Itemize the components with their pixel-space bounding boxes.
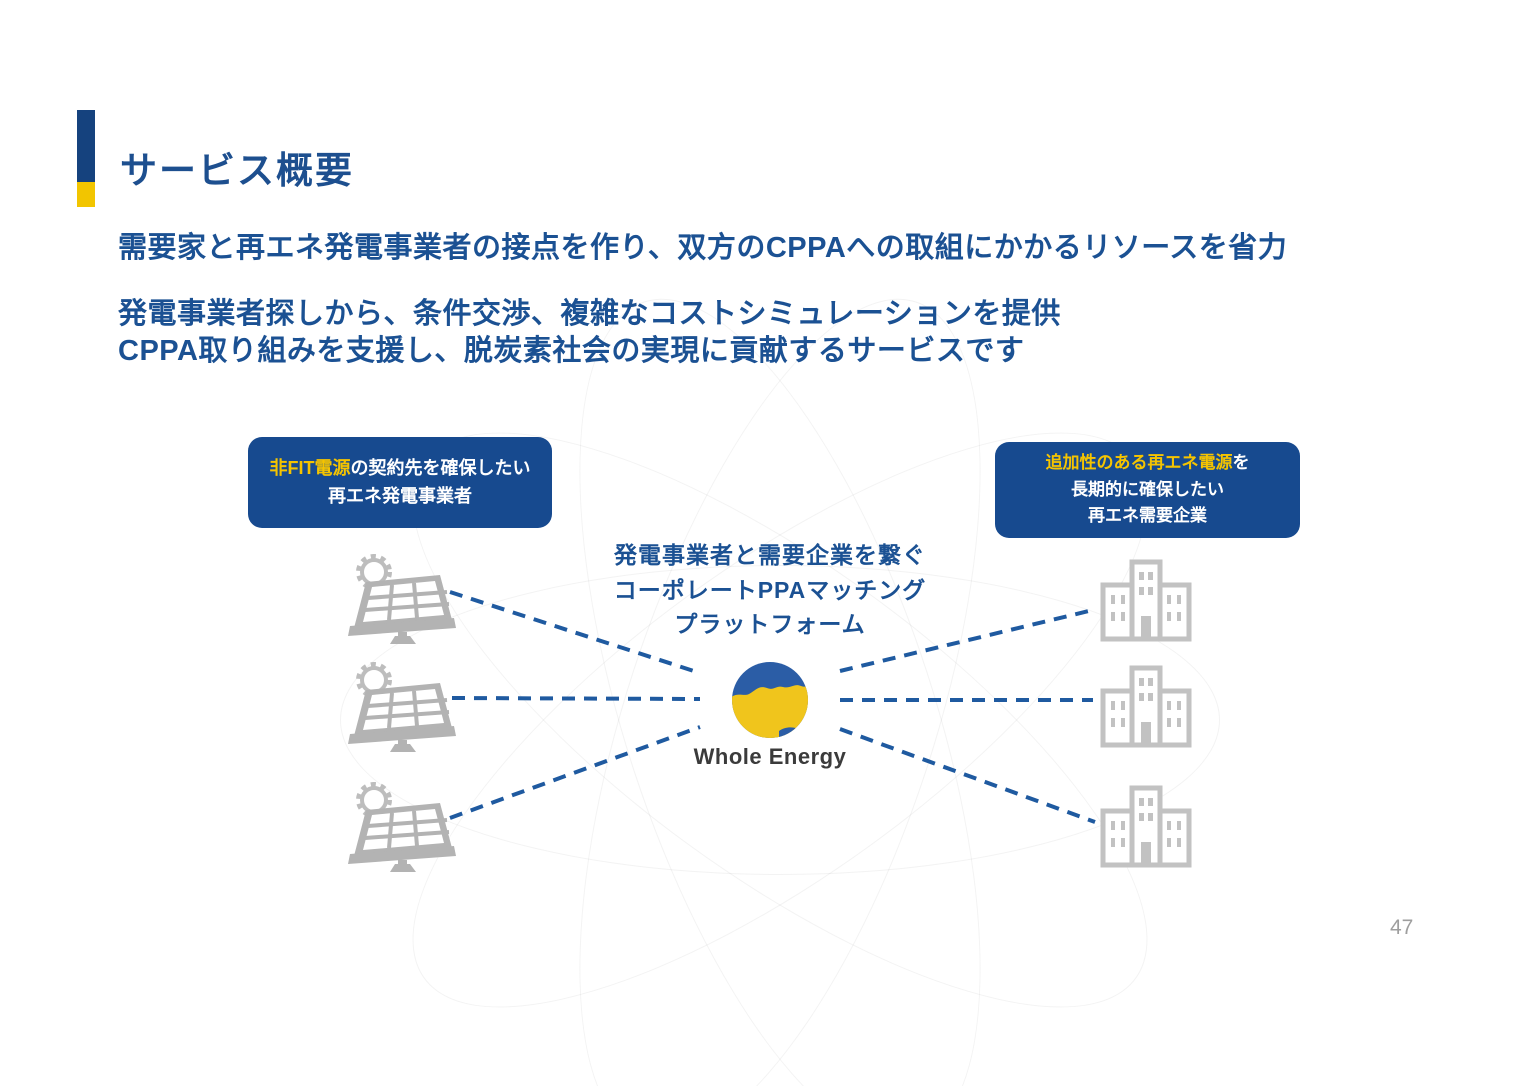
building-icon [1100, 665, 1192, 748]
left-callout-box: 非FIT電源の契約先を確保したい 再エネ発電事業者 [248, 437, 552, 528]
solar-panel-icon [348, 662, 456, 752]
intro-paragraph-2: 発電事業者探しから、条件交渉、複雑なコストシミュレーションを提供 CPPA取り組… [118, 296, 1061, 370]
right-box-highlight: 追加性のある再エネ電源 [1045, 453, 1233, 473]
page-number: 47 [1390, 916, 1414, 939]
left-box-line-2: 再エネ発電事業者 [328, 485, 472, 506]
platform-line-1: 発電事業者と需要企業を繋ぐ [614, 542, 926, 568]
intro-line-2: 発電事業者探しから、条件交渉、複雑なコストシミュレーションを提供 [118, 298, 1061, 330]
right-box-line-3: 再エネ需要企業 [1088, 506, 1207, 526]
left-box-highlight: 非FIT電源 [269, 457, 351, 478]
solar-panel-icon [348, 554, 456, 644]
intro-paragraph-1: 需要家と再エネ発電事業者の接点を作り、双方のCPPAへの取組にかかるリソースを省… [118, 232, 1288, 264]
platform-description: 発電事業者と需要企業を繋ぐ コーポレートPPAマッチング プラットフォーム [565, 538, 975, 642]
building-icon [1100, 559, 1192, 642]
whole-energy-logo-icon [732, 662, 808, 738]
right-box-line-2: 長期的に確保したい [1071, 479, 1224, 499]
whole-energy-logo-label: Whole Energy [693, 744, 847, 769]
platform-line-2: コーポレートPPAマッチング [613, 576, 927, 603]
left-box-line-1: 非FIT電源の契約先を確保したい [269, 457, 531, 478]
solar-panel-icon [348, 782, 456, 872]
title-accent-bar [77, 110, 95, 207]
right-box-line-1: 追加性のある再エネ電源を [1045, 453, 1250, 473]
intro-line-3: CPPA取り組みを支援し、脱炭素社会の実現に貢献するサービスです [118, 335, 1025, 367]
page-title: サービス概要 [120, 150, 354, 191]
platform-line-3: プラットフォーム [674, 611, 866, 637]
right-callout-box: 追加性のある再エネ電源を 長期的に確保したい 再エネ需要企業 [995, 442, 1300, 538]
building-icon [1100, 785, 1192, 868]
